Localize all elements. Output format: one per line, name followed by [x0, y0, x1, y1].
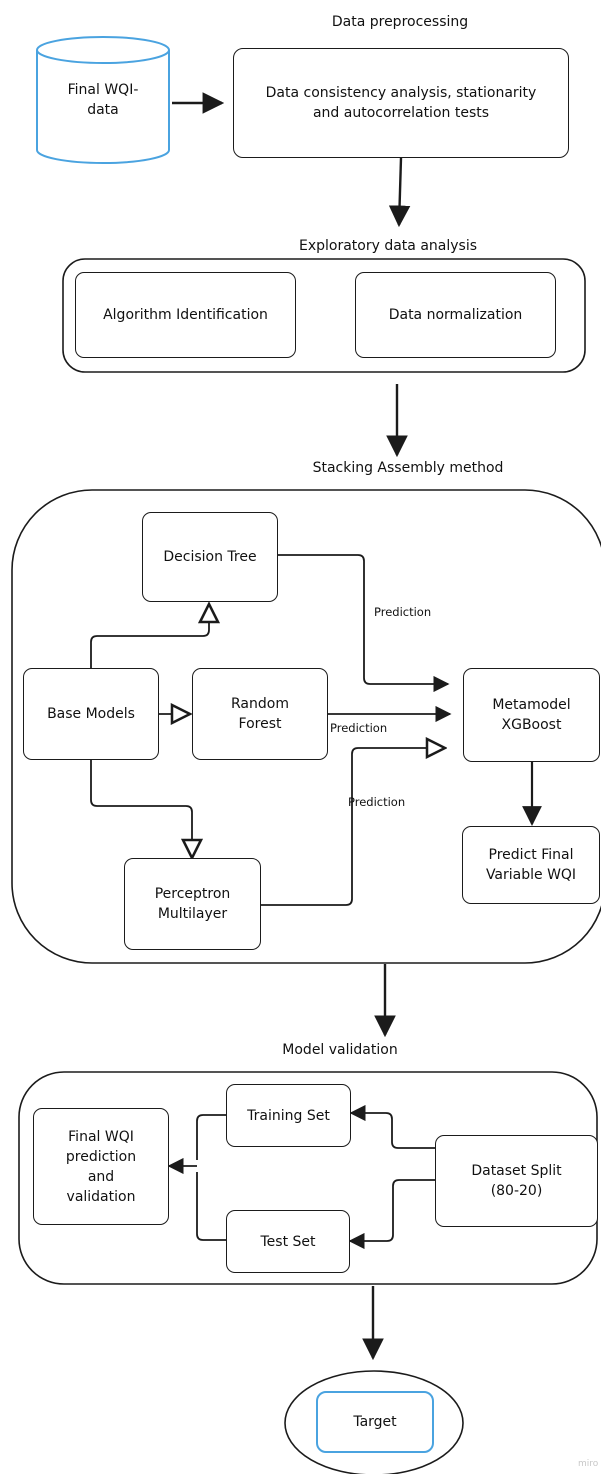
target-ellipse — [284, 1370, 464, 1474]
node-training-set: Training Set — [226, 1084, 351, 1147]
node-target: Target — [316, 1391, 434, 1453]
connector-training-to-final — [196, 1114, 226, 1160]
database-cylinder-icon — [36, 36, 170, 164]
connector-base-to-decision-tree — [90, 604, 209, 668]
section-title-stacking: Stacking Assembly method — [312, 460, 504, 476]
node-final-wqi-prediction-validation: Final WQI prediction and validation — [33, 1108, 169, 1225]
section-title-eda: Exploratory data analysis — [298, 238, 478, 254]
edge-label-prediction-decision-tree: Prediction — [374, 605, 432, 619]
edge-label-prediction-random-forest: Prediction — [330, 721, 388, 735]
node-algorithm-identification: Algorithm Identification — [75, 272, 296, 358]
connector-decision-tree-to-metamodel — [277, 554, 450, 693]
node-test-set: Test Set — [226, 1210, 350, 1273]
node-dataset-split: Dataset Split (80-20) — [435, 1135, 598, 1227]
connector-perceptron-to-metamodel — [261, 748, 445, 906]
eda-container — [62, 258, 586, 373]
node-data-normalization: Data normalization — [355, 272, 556, 358]
node-random-forest: Random Forest — [192, 668, 328, 760]
connector-test-to-final — [196, 1172, 226, 1241]
connector-split-to-training — [349, 1104, 435, 1149]
node-predict-final-variable: Predict Final Variable WQI — [462, 826, 600, 904]
node-base-models: Base Models — [23, 668, 159, 760]
watermark-logo: miro — [578, 1459, 599, 1469]
section-title-preprocessing: Data preprocessing — [331, 14, 469, 30]
connector-base-to-perceptron — [90, 760, 192, 858]
section-title-validation: Model validation — [282, 1042, 398, 1058]
node-metamodel-xgboost: Metamodel XGBoost — [463, 668, 600, 762]
arrow-preprocessing-to-eda — [388, 157, 411, 228]
node-final-wqi-data: Final WQI- data — [67, 82, 139, 118]
stacking-container — [11, 489, 601, 964]
connector-split-to-test — [348, 1179, 435, 1250]
node-data-consistency: Data consistency analysis, stationarity … — [233, 48, 569, 158]
node-perceptron-multilayer: Perceptron Multilayer — [124, 858, 261, 950]
node-decision-tree: Decision Tree — [142, 512, 278, 602]
edge-label-prediction-perceptron: Prediction — [348, 795, 406, 809]
